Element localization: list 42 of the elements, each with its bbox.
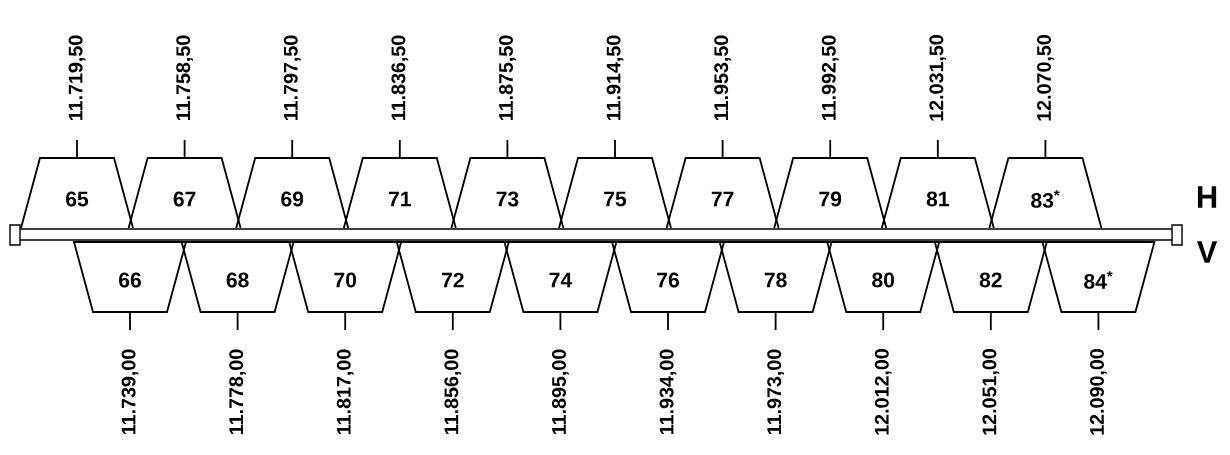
frequency-label: 11.836,50 [391,35,409,120]
frequency-label: 11.934,00 [659,349,677,434]
polarization-label: H [1197,186,1217,208]
frequency-label: 11.953,50 [714,35,731,120]
transponder-box: 84$^{*}$ [1041,241,1156,331]
transponder-box: 72 [395,241,510,331]
frequency-label: 11.895,00 [552,349,569,434]
polarization-label: V [1196,241,1218,263]
transponder-box: 78 [718,241,833,331]
frequency-label: 12.031,50 [929,35,947,121]
frequency-label: 11.875,50 [499,35,516,120]
transponder-box: 82 [933,241,1048,331]
transponder-box: 71 [342,139,457,229]
frequency-label: 11.797,50 [283,35,301,120]
frequency-label: 11.778,00 [229,349,246,434]
frequency-label: 11.739,00 [121,349,139,434]
transponder-box: 75 [558,139,672,229]
frequency-label: 12.051,00 [982,349,1000,435]
frequency-label: 12.012,00 [874,349,892,435]
transponder-box: 83$^{*}$ [988,139,1103,229]
frequency-label: 11.992,50 [821,35,839,120]
frequency-label: 11.817,00 [336,349,354,434]
frequency-label: 12.090,00 [1090,349,1107,435]
transponder-box: 74 [503,241,618,331]
transponder-box: 80 [826,241,941,331]
frequency-label: 11.758,50 [176,35,193,120]
transponder-box: 66 [72,241,188,331]
frequency-label: 11.856,00 [444,349,462,434]
transponder-box: 70 [288,241,403,331]
frequency-label: 11.719,50 [68,35,86,120]
transponder-box: 76 [610,241,726,331]
frequency-label: 11.914,50 [606,35,624,120]
transponder-box: 81 [880,139,995,229]
frequency-label: 12.070,50 [1037,35,1054,121]
transponder-box: 65 [20,139,134,229]
transponder-box: 69 [235,139,350,229]
transponder-box: 79 [773,139,888,229]
transponder-box: 67 [127,139,242,229]
transponder-box: 73 [450,139,565,229]
transponder-box: 68 [180,241,295,331]
frequency-label: 11.973,00 [767,349,784,434]
transponder-box: 77 [665,139,780,229]
